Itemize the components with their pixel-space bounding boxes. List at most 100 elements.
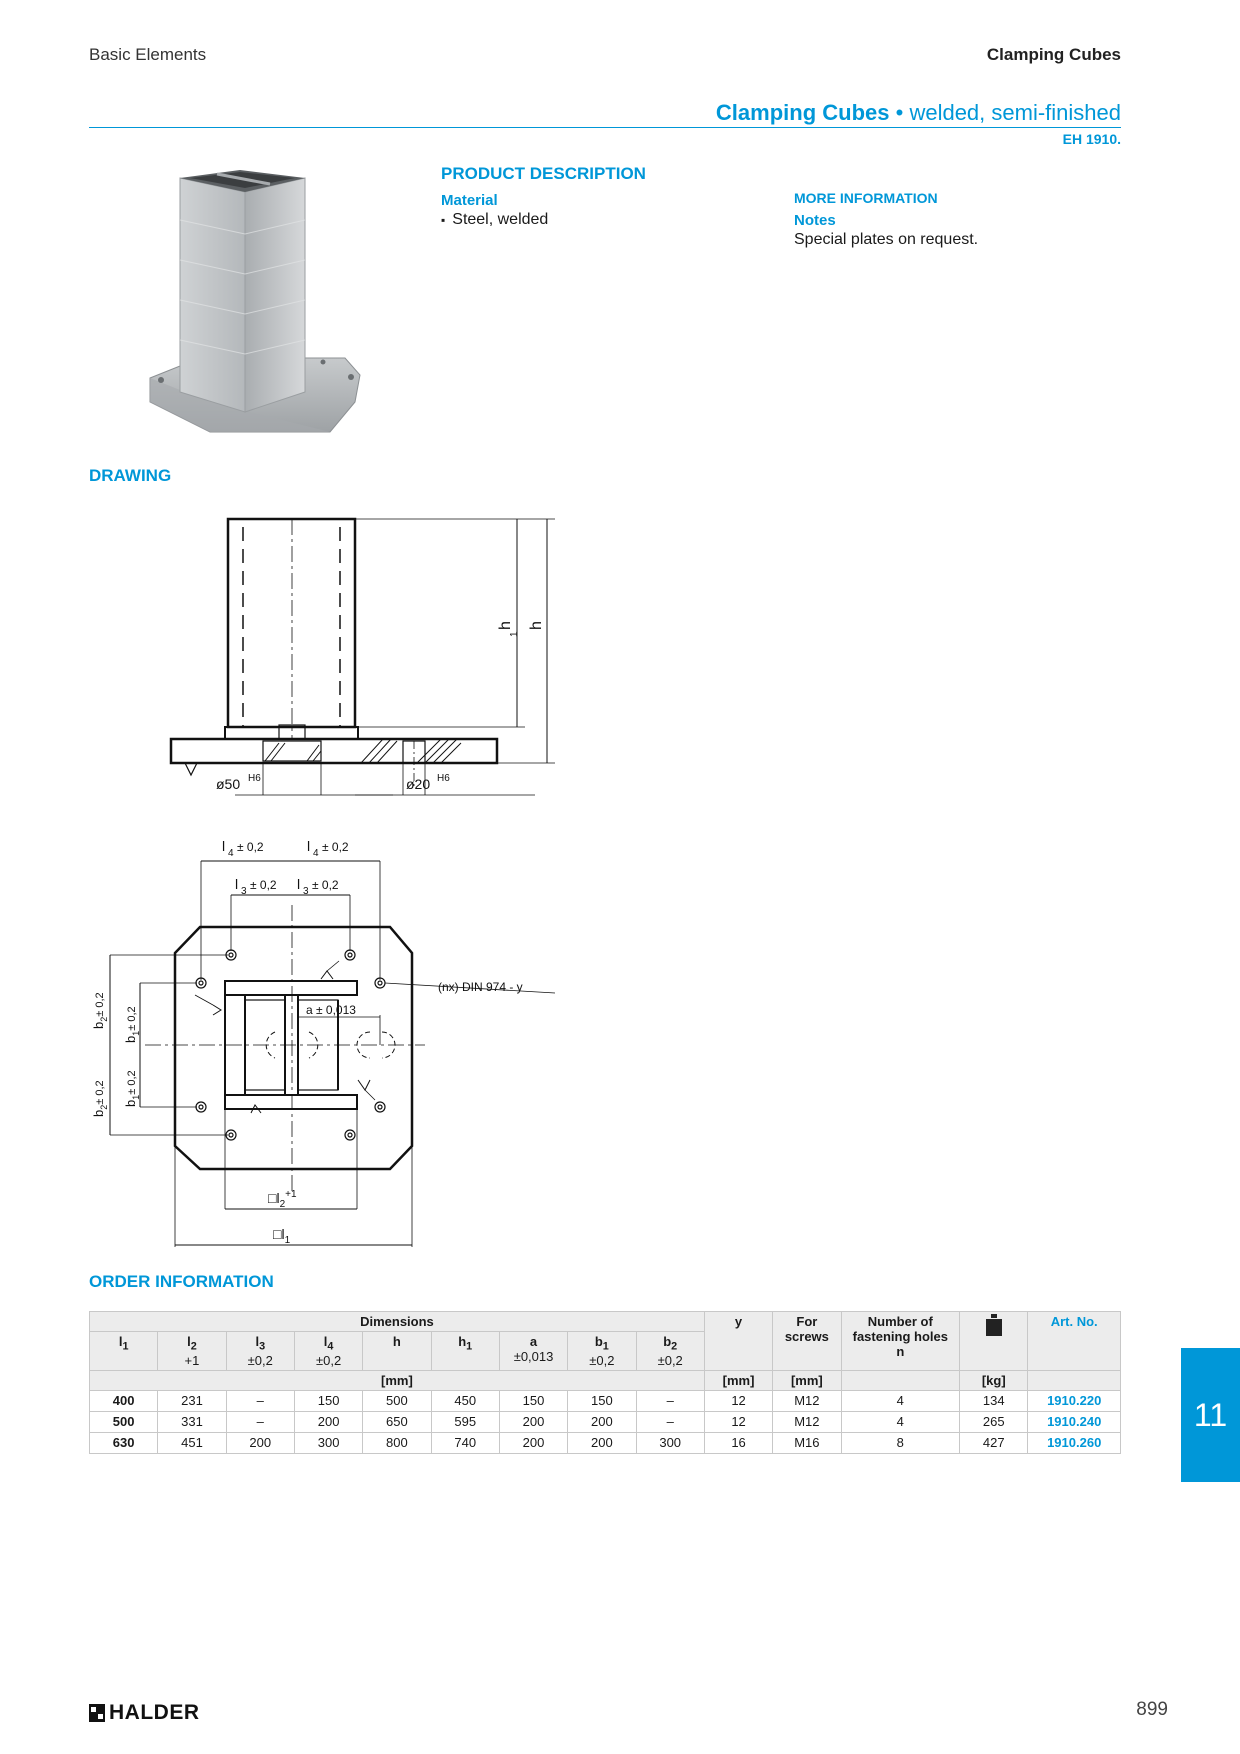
dim-l3-right-sub: 3 [303, 886, 309, 897]
dim-l4-left-tol: ± 0,2 [237, 840, 264, 854]
cell-l4: 300 [293, 1431, 364, 1454]
order-table: Dimensions y For screws Number of fasten… [88, 1311, 1121, 1454]
unit-kg: [kg] [959, 1369, 1029, 1391]
dim-b1-bottom: b1± 0,2 [123, 1070, 141, 1107]
dim-l2: □l2+1 [268, 1189, 297, 1210]
dim-l3-left-tol: ± 0,2 [250, 878, 277, 892]
title-bullet: • [895, 100, 904, 125]
table-row: 630 451 200 300 800 740 200 200 300 16 M… [88, 1431, 1121, 1454]
cell-a: 150 [498, 1389, 569, 1412]
logo-text: HALDER [109, 1701, 200, 1724]
drawing-heading: DRAWING [89, 466, 172, 485]
chapter-tab[interactable]: 11 [1181, 1348, 1240, 1482]
dim-l3-right-tol: ± 0,2 [312, 878, 339, 892]
dim-l3-right: l [297, 876, 300, 892]
dim-h: h [528, 621, 545, 630]
notes-text: Special plates on request. [794, 231, 979, 248]
col-h: h [362, 1331, 432, 1371]
cell-screws: M16 [772, 1431, 842, 1454]
cell-holes: 4 [840, 1389, 961, 1412]
title-rule [89, 127, 1121, 128]
more-information-heading: MORE INFORMATION [794, 190, 938, 206]
cell-b2: 300 [635, 1431, 705, 1454]
cell-l2: 451 [157, 1431, 227, 1454]
dim-l3-left: l [235, 876, 238, 892]
cell-holes: 4 [840, 1410, 961, 1433]
product-description-heading: PRODUCT DESCRIPTION [441, 164, 646, 183]
dim-l3-left-sub: 3 [241, 886, 247, 897]
header-section: Basic Elements [89, 45, 207, 64]
col-h1: h1 [430, 1331, 500, 1371]
cell-l2: 331 [157, 1410, 227, 1433]
top-view [109, 860, 556, 1247]
dim-d50-tol: H6 [248, 773, 261, 784]
cell-art-no[interactable]: 1910.260 [1027, 1431, 1121, 1454]
cell-y: 12 [703, 1389, 774, 1412]
unit-holes [840, 1369, 961, 1391]
dim-h1: h [497, 621, 514, 630]
dimensions-header: Dimensions [89, 1311, 705, 1332]
col-art-no: Art. No. [1027, 1311, 1121, 1371]
cell-l4: 150 [293, 1389, 364, 1412]
din-callout: (nx) DIN 974 - y [438, 980, 523, 994]
dim-l4-right: l [307, 838, 310, 854]
cell-l2: 231 [157, 1389, 227, 1412]
cell-h1: 740 [430, 1431, 500, 1454]
title-main: Clamping Cubes [715, 100, 890, 125]
cell-art-no[interactable]: 1910.220 [1027, 1389, 1121, 1412]
unit-screws: [mm] [772, 1369, 842, 1391]
col-screws: For screws [772, 1311, 842, 1371]
cell-b2: – [635, 1410, 705, 1433]
cell-h1: 595 [430, 1410, 500, 1433]
cell-l3: – [225, 1410, 295, 1433]
cell-b2: – [635, 1389, 705, 1412]
notes-label: Notes [794, 212, 836, 229]
cell-weight: 134 [959, 1389, 1029, 1412]
cell-b1: 150 [567, 1389, 637, 1412]
cell-l3: – [225, 1389, 295, 1412]
col-l1: l1 [88, 1331, 159, 1371]
unit-y: [mm] [703, 1369, 774, 1391]
side-view [169, 517, 555, 796]
dim-b2-top: b2± 0,2 [91, 992, 109, 1029]
cell-l1: 500 [88, 1410, 159, 1433]
col-b2: b2±0,2 [635, 1331, 705, 1371]
unit-mm: [mm] [89, 1369, 705, 1391]
cell-art-no[interactable]: 1910.240 [1027, 1410, 1121, 1433]
order-information-heading: ORDER INFORMATION [89, 1272, 274, 1291]
col-y: y [703, 1311, 774, 1371]
table-row: 400 231 – 150 500 450 150 150 – 12 M12 4… [88, 1389, 1121, 1412]
cell-l3: 200 [225, 1431, 295, 1454]
cell-l1: 400 [88, 1389, 159, 1412]
header-category: Clamping Cubes [986, 45, 1121, 64]
col-b1: b1±0,2 [567, 1331, 637, 1371]
title-sub: welded, semi-finished [909, 100, 1121, 125]
cell-h: 650 [362, 1410, 432, 1433]
weight-icon [985, 1314, 1002, 1336]
cell-l4: 200 [293, 1410, 364, 1433]
col-a: a±0,013 [498, 1331, 569, 1371]
col-l3: l3±0,2 [225, 1331, 295, 1371]
dim-b1-top: b1± 0,2 [123, 1006, 141, 1043]
dim-l1: □l1 [273, 1226, 291, 1246]
technical-drawing: h 1 h ø50 H6 ø20 H6 [91, 517, 556, 1247]
cell-b1: 200 [567, 1431, 637, 1454]
col-weight [959, 1311, 1029, 1371]
dim-a: a ± 0,013 [306, 1003, 356, 1017]
halder-logo-icon [89, 1704, 105, 1722]
dim-l4-right-tol: ± 0,2 [322, 840, 349, 854]
col-l2: l2+1 [157, 1331, 227, 1371]
dim-l4-left-sub: 4 [228, 848, 234, 859]
product-image [149, 170, 361, 433]
cell-b1: 200 [567, 1410, 637, 1433]
cell-a: 200 [498, 1431, 569, 1454]
dim-b2-bottom: b2± 0,2 [91, 1080, 109, 1117]
table-row: 500 331 – 200 650 595 200 200 – 12 M12 4… [88, 1410, 1121, 1433]
dim-h1-sub: 1 [509, 631, 520, 637]
cell-a: 200 [498, 1410, 569, 1433]
page-title: Clamping Cubes • welded, semi-finished [716, 100, 1121, 126]
product-code: EH 1910. [1062, 131, 1121, 147]
cell-l1: 630 [88, 1431, 159, 1454]
cell-y: 12 [703, 1410, 774, 1433]
